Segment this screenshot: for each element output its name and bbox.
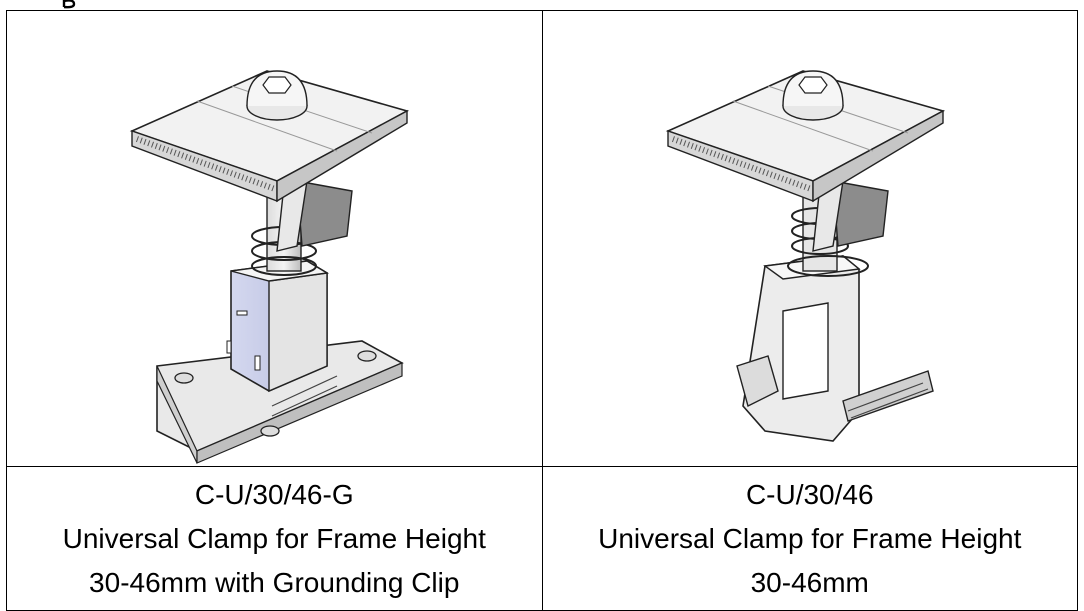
product-caption-standard: C-U/30/46 Universal Clamp for Frame Heig…	[541, 466, 1078, 611]
clamp-icon	[665, 70, 945, 442]
product-image-cell-standard	[541, 10, 1078, 467]
product-description-line2: 30-46mm	[750, 566, 869, 598]
clamp-with-grounding-clip-icon	[129, 70, 410, 464]
cut-off-heading-fragment	[60, 0, 90, 9]
product-description-line2: 30-46mm with Grounding Clip	[89, 566, 460, 598]
product-description-line1: Universal Clamp for Frame Height	[598, 522, 1022, 554]
product-image-cell-grounding	[6, 10, 543, 467]
caption-row: C-U/30/46-G Universal Clamp for Frame He…	[6, 466, 1078, 611]
product-caption-grounding: C-U/30/46-G Universal Clamp for Frame He…	[6, 466, 543, 611]
product-code: C-U/30/46	[745, 478, 874, 510]
product-description-line1: Universal Clamp for Frame Height	[62, 522, 486, 554]
product-table: C-U/30/46-G Universal Clamp for Frame He…	[6, 10, 1078, 611]
image-row	[6, 10, 1078, 467]
product-code: C-U/30/46-G	[194, 478, 354, 510]
